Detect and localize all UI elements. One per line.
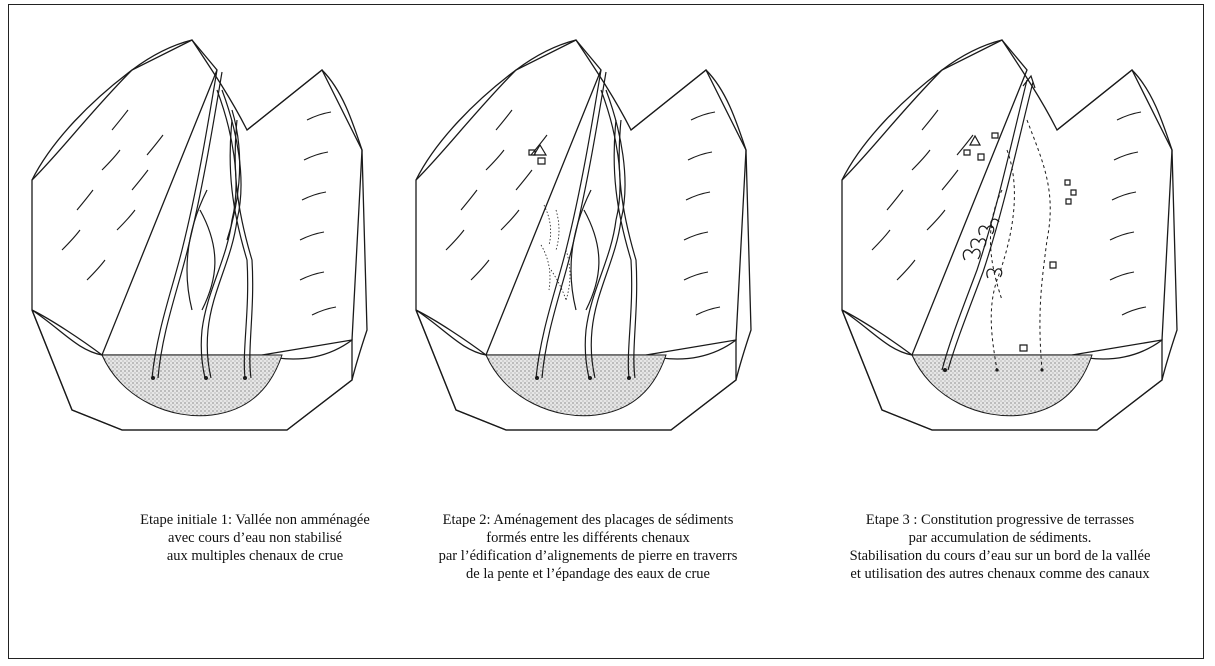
panel-2-illustration (415, 39, 752, 431)
caption-line: par accumulation de sédiments. (908, 530, 1092, 546)
caption-step-2: Etape 2: Aménagement des placages de séd… (378, 511, 798, 583)
caption-line: Etape 3 : Constitution progressive de te… (865, 512, 1135, 528)
caption-step-3: Etape 3 : Constitution progressive de te… (790, 511, 1210, 583)
caption-line: avec cours d’eau non stabilisé (168, 530, 342, 546)
caption-line: de la pente et l’épandage des eaux de cr… (466, 566, 710, 582)
valley-illustrations (31, 39, 1178, 431)
caption-line: Stabilisation du cours d’eau sur un bord… (849, 548, 1151, 564)
caption-line: Etape 2: Aménagement des placages de séd… (442, 512, 734, 528)
caption-line: Etape initiale 1: Vallée non amménagée (140, 512, 370, 528)
caption-line: aux multiples chenaux de crue (166, 548, 344, 564)
panel-3-illustration (841, 39, 1178, 431)
caption-step-1: Etape initiale 1: Vallée non amménagée a… (105, 511, 405, 565)
caption-line: par l’édification d’alignements de pierr… (438, 548, 738, 564)
caption-line: et utilisation des autres chenaux comme … (850, 566, 1150, 582)
panel-1-illustration (31, 39, 368, 431)
caption-line: formés entre les différents chenaux (486, 530, 690, 546)
